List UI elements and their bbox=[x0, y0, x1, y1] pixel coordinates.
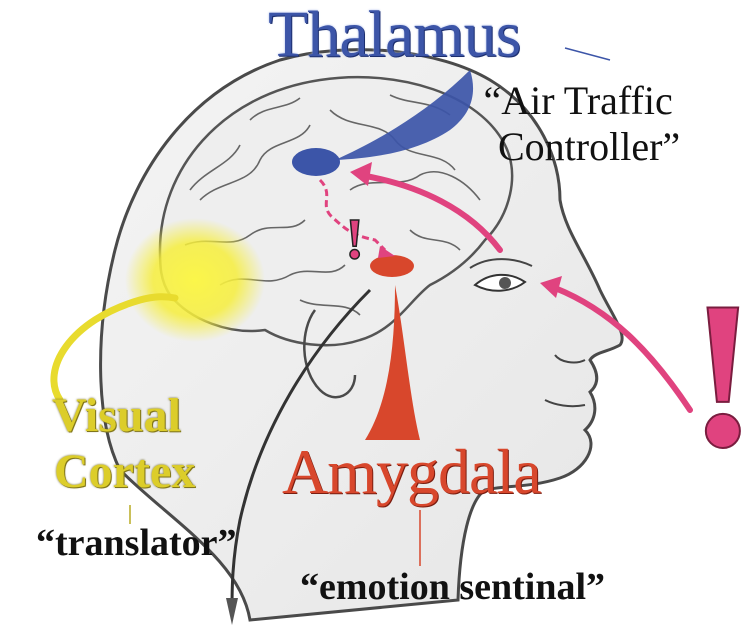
small-exclamation-mark: ! bbox=[345, 206, 364, 271]
visual-cortex-label-line1: Visual bbox=[42, 388, 195, 444]
visual-cortex-description: “translator” bbox=[36, 524, 237, 562]
thalamus-description-line1: “Air Traffic bbox=[476, 78, 680, 124]
amygdala-label: Amygdala bbox=[282, 440, 541, 504]
thalamus-description-line2: Controller” bbox=[476, 124, 680, 170]
visual-cortex-label: Visual Cortex bbox=[42, 388, 195, 500]
amygdala-description: “emotion sentinal” bbox=[300, 568, 605, 606]
thalamus-node bbox=[292, 148, 340, 176]
thalamus-leader bbox=[565, 48, 610, 60]
down-arrow-icon bbox=[226, 598, 238, 625]
thalamus-label: Thalamus bbox=[268, 2, 520, 68]
thalamus-description: “Air Traffic Controller” bbox=[476, 78, 680, 170]
visual-cortex-glow bbox=[125, 218, 265, 342]
amygdala-node bbox=[370, 255, 414, 277]
big-exclamation-mark: ! bbox=[688, 259, 745, 491]
visual-cortex-label-line2: Cortex bbox=[42, 444, 195, 500]
